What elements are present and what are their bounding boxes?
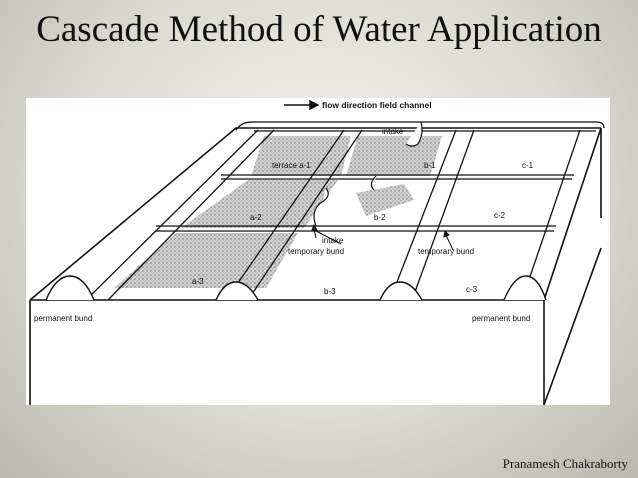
label-intake-top: intake xyxy=(382,127,404,136)
field-channel xyxy=(235,121,605,132)
label-c1: c-1 xyxy=(522,161,534,170)
label-terrace-a1: terrace a-1 xyxy=(272,161,311,170)
label-permanent-bund-right: permanent bund xyxy=(472,314,530,323)
label-c2: c-2 xyxy=(494,211,506,220)
label-temporary-bund-left: temporary bund xyxy=(288,247,344,256)
label-c3: c-3 xyxy=(466,285,478,294)
flooded-terrace-a3 xyxy=(114,233,298,288)
pointer-arrows xyxy=(311,223,454,251)
cascade-diagram: flow direction field channel intake terr… xyxy=(26,98,610,405)
label-flow-direction: flow direction field channel xyxy=(322,100,432,110)
bund-sections xyxy=(45,275,547,301)
flooded-patch-b2 xyxy=(356,184,414,216)
vertical-bunds xyxy=(85,129,581,301)
flow-direction-arrow xyxy=(284,99,320,111)
horizontal-bunds xyxy=(156,174,574,232)
label-b3: b-3 xyxy=(324,287,336,296)
label-permanent-bund-left: permanent bund xyxy=(34,314,92,323)
label-b2: b-2 xyxy=(374,213,386,222)
field-outline xyxy=(29,127,602,405)
flooded-terrace-a1 xyxy=(251,136,351,176)
flooded-terrace-a2 xyxy=(181,180,338,228)
label-b1: b-1 xyxy=(424,161,436,170)
author-name: Pranamesh Chakraborty xyxy=(502,456,628,471)
label-a2: a-2 xyxy=(250,213,262,222)
intake-gaps xyxy=(313,121,423,227)
label-a3: a-3 xyxy=(192,277,204,286)
flooded-terrace-b1 xyxy=(346,136,442,176)
label-temporary-bund-right: temporary bund xyxy=(418,247,474,256)
slide-title: Cascade Method of Water Application xyxy=(36,9,602,50)
label-intake-mid: intake xyxy=(322,236,344,245)
